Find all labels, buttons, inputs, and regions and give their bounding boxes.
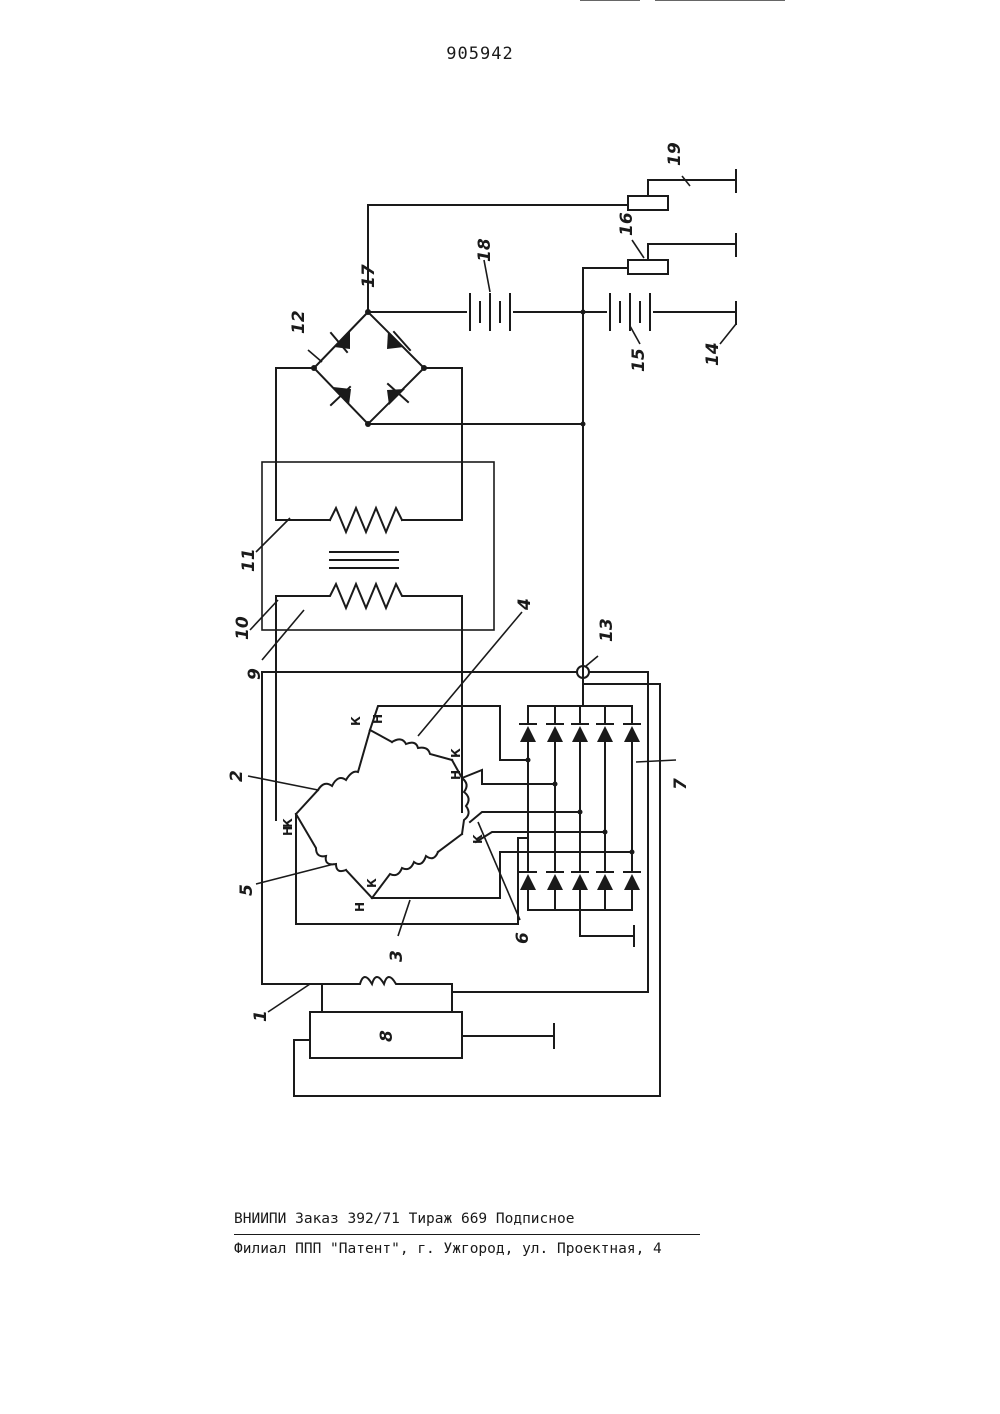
callout-13: 13	[597, 618, 617, 642]
footer-imprint: ВНИИПИ Заказ 392/71 Тираж 669 Подписное	[234, 1211, 702, 1227]
wire-17-to-19	[368, 205, 628, 312]
transformer-frame-10	[262, 462, 494, 630]
callout-12: 12	[289, 310, 309, 334]
footer-rule	[234, 1234, 700, 1235]
terminal-k: К	[365, 878, 379, 888]
terminal-n: Н	[449, 770, 463, 780]
wire-to-16	[583, 268, 628, 312]
winding-11	[330, 508, 402, 532]
callout-1: 1	[251, 1010, 271, 1022]
terminal-k: К	[471, 834, 485, 844]
terminal-k: К	[449, 748, 463, 758]
footer-address: Филиал ППП "Патент", г. Ужгород, ул. Про…	[234, 1241, 702, 1257]
callout-2: 2	[227, 770, 247, 782]
terminal-n: Н	[371, 714, 385, 724]
winding-2	[318, 730, 370, 790]
rectifier-bridge-12	[314, 312, 424, 424]
callout-18: 18	[475, 238, 495, 262]
callout-3: 3	[387, 950, 407, 962]
callout-17: 17	[359, 264, 379, 288]
callout-5: 5	[237, 884, 257, 896]
battery-18	[470, 294, 510, 330]
callout-4: 4	[515, 598, 535, 611]
winding-1	[322, 977, 452, 1012]
battery-15	[610, 294, 650, 330]
callout-15: 15	[629, 348, 649, 372]
callout-9: 9	[245, 668, 265, 680]
terminal-k: К	[281, 818, 295, 828]
relay-19	[628, 196, 668, 210]
transformer-core	[330, 552, 398, 568]
rectifier-block-7	[520, 672, 640, 946]
callout-11: 11	[239, 548, 259, 572]
callout-16: 16	[617, 212, 637, 236]
winding-4	[392, 739, 452, 760]
terminal-n: Н	[353, 902, 367, 912]
callout-6: 6	[513, 932, 533, 944]
terminal-k: К	[349, 716, 363, 726]
lower-diodes	[520, 852, 640, 910]
callout-7: 7	[671, 778, 691, 790]
callout-8: 8	[377, 1030, 397, 1042]
winding-9	[276, 584, 462, 608]
winding-5	[296, 814, 346, 871]
relay-16	[628, 260, 668, 274]
callout-19: 19	[665, 142, 685, 166]
callout-14: 14	[703, 342, 723, 366]
winding-3	[372, 852, 438, 898]
upper-diodes	[520, 706, 640, 852]
stator-windings	[296, 730, 469, 898]
callout-10: 10	[233, 616, 253, 640]
